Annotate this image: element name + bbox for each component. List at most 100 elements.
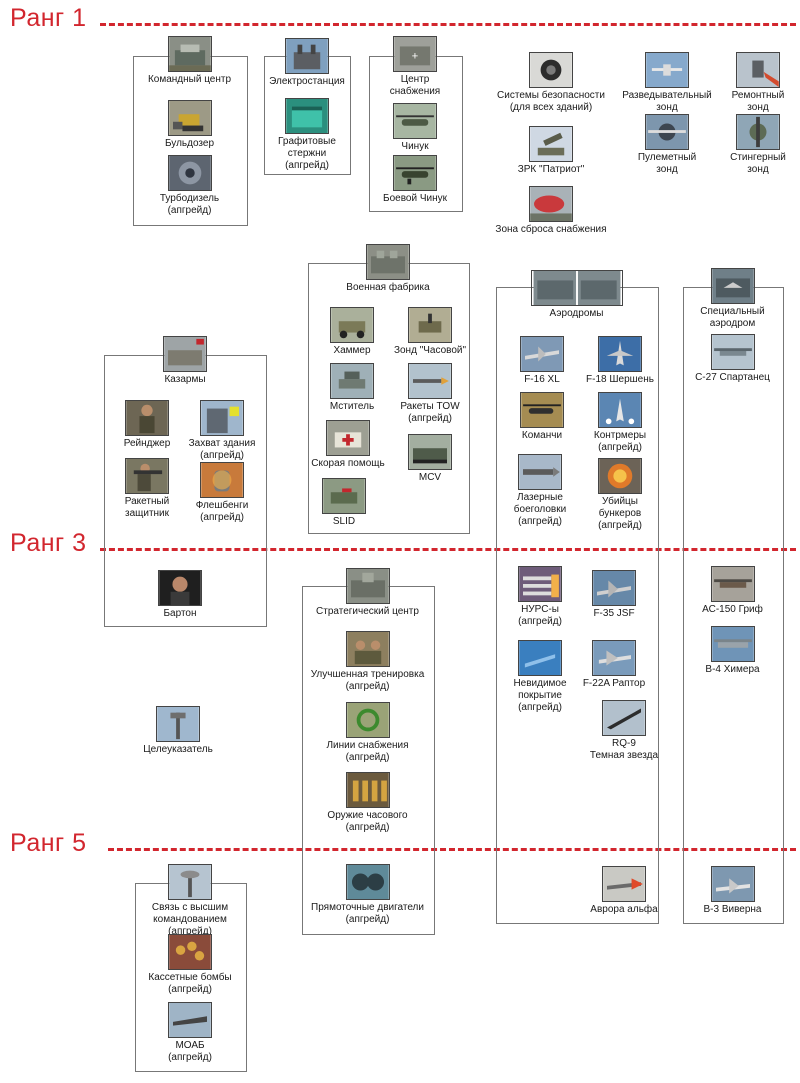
rank-1-label: Ранг 1 <box>10 4 87 32</box>
tow-missile-icon <box>408 363 452 399</box>
laser-warheads-item[interactable]: Лазерные боеголовки (апгрейд) <box>500 454 580 528</box>
capture-building-item[interactable]: Захват здания (апгрейд) <box>182 400 262 462</box>
graphite-rods-item[interactable]: Графитовые стержни (апгрейд) <box>262 98 352 172</box>
ramjet-icon <box>345 864 390 900</box>
security-camera-icon <box>529 52 573 88</box>
special-airfield-item[interactable]: Специальный аэродром <box>683 268 782 330</box>
stinger-drone-item[interactable]: Стингерный зонд <box>722 114 794 176</box>
c27-label: С-27 Спартанец <box>695 372 770 383</box>
repair-drone-item[interactable]: Ремонтный зонд <box>722 52 794 114</box>
bunker-busters-item[interactable]: Убийцы бункеров (апгрейд) <box>580 458 660 532</box>
gun-drone-icon <box>645 114 689 150</box>
turbodiesel-item[interactable]: Турбодизель (апгрейд) <box>132 155 247 217</box>
rockets-item[interactable]: НУРС-ы (апгрейд) <box>500 566 580 628</box>
burton-icon <box>158 570 202 606</box>
missile-defender-item[interactable]: Ракетный защитник <box>112 458 182 520</box>
repair-drone-icon <box>736 52 780 88</box>
slid-item[interactable]: SLID <box>314 478 374 528</box>
cluster-bombs-label: Кассетные бомбы (апгрейд) <box>148 972 232 995</box>
rank-3-line <box>100 548 796 551</box>
airfields-label: Аэродромы <box>549 308 604 319</box>
bulldozer-item[interactable]: Бульдозер <box>132 100 247 150</box>
rank-5-marker: Ранг 5 <box>0 829 800 869</box>
hq-link-icon <box>168 864 212 900</box>
flashbang-label: Флешбенги (апгрейд) <box>195 500 249 523</box>
f16-icon <box>520 336 564 372</box>
rq9-item[interactable]: RQ-9 Темная звезда <box>574 700 674 762</box>
ambulance-item[interactable]: Скорая помощь <box>306 420 390 470</box>
war-factory-icon <box>366 244 410 280</box>
command-center-label: Командный центр <box>147 74 232 85</box>
supply-center-item[interactable]: + Центр снабжения <box>369 36 461 98</box>
tow-missiles-item[interactable]: Ракеты TOW (апгрейд) <box>390 363 470 425</box>
strategy-center-icon <box>345 568 390 604</box>
f22-item[interactable]: F-22A Раптор <box>574 640 654 690</box>
stealth-coating-item[interactable]: Невидимое покрытие (апгрейд) <box>500 640 580 714</box>
countermeasures-item[interactable]: Контрмеры (апгрейд) <box>580 392 660 454</box>
avenger-item[interactable]: Мститель <box>314 363 390 413</box>
cluster-bombs-item[interactable]: Кассетные бомбы (апгрейд) <box>135 934 245 996</box>
moab-item[interactable]: МОАБ (апгрейд) <box>135 1002 245 1064</box>
patriot-item[interactable]: ЗРК "Патриот" <box>487 126 615 176</box>
graphite-rods-icon <box>285 98 329 134</box>
strategy-center-label: Стратегический центр <box>316 606 419 617</box>
barracks-label: Казармы <box>164 374 206 385</box>
burton-item[interactable]: Бартон <box>135 570 225 620</box>
sentry-drone-icon <box>408 307 452 343</box>
humvee-item[interactable]: Хаммер <box>314 307 390 357</box>
ac150-item[interactable]: АС-150 Гриф <box>683 566 782 616</box>
rank-1-marker: Ранг 1 <box>0 4 800 44</box>
patriot-icon <box>529 126 573 162</box>
sentry-weapon-label: Оружие часового (апгрейд) <box>327 810 408 833</box>
supply-drop-zone-item[interactable]: Зона сброса снабжения <box>487 186 615 236</box>
command-center-icon <box>167 36 212 72</box>
countermeasures-label: Контрмеры (апгрейд) <box>593 430 647 453</box>
scout-drone-item[interactable]: Разведывательный зонд <box>612 52 722 114</box>
aurora-icon <box>602 866 646 902</box>
mcv-item[interactable]: MCV <box>390 434 470 484</box>
sentry-weapon-item[interactable]: Оружие часового (апгрейд) <box>304 772 431 834</box>
avenger-label: Мститель <box>329 401 375 412</box>
gun-drone-item[interactable]: Пулеметный зонд <box>612 114 722 176</box>
flashbang-item[interactable]: Флешбенги (апгрейд) <box>182 462 262 524</box>
turbodiesel-label: Турбодизель (апгрейд) <box>159 193 220 216</box>
stinger-drone-label: Стингерный зонд <box>730 152 786 175</box>
bunker-buster-icon <box>598 458 642 494</box>
chinook-item[interactable]: Чинук <box>369 103 461 153</box>
f22-label: F-22A Раптор <box>582 678 646 689</box>
spotter-icon <box>156 706 200 742</box>
sentry-drone-item[interactable]: Зонд "Часовой" <box>390 307 470 357</box>
hq-link-item[interactable]: Связь с высшим командованием (апгрейд) <box>135 864 245 938</box>
humvee-label: Хаммер <box>333 345 371 356</box>
power-plant-item[interactable]: Электростанция <box>262 38 352 88</box>
supply-lines-item[interactable]: Линии снабжения (апгрейд) <box>304 702 431 764</box>
tow-missiles-label: Ракеты TOW (апгрейд) <box>400 401 460 424</box>
moab-icon <box>168 1002 212 1038</box>
war-factory-item[interactable]: Военная фабрика <box>328 244 448 294</box>
power-plant-icon <box>285 38 329 74</box>
f18-item[interactable]: F-18 Шершень <box>580 336 660 386</box>
f16-item[interactable]: F-16 XL <box>504 336 580 386</box>
comanche-item[interactable]: Команчи <box>504 392 580 442</box>
stinger-drone-icon <box>736 114 780 150</box>
c27-item[interactable]: С-27 Спартанец <box>683 334 782 384</box>
ramjet-item[interactable]: Прямоточные двигатели (апгрейд) <box>304 864 431 926</box>
advanced-training-item[interactable]: Улучшенная тренировка (апгрейд) <box>304 631 431 693</box>
strategy-center-item[interactable]: Стратегический центр <box>304 568 431 618</box>
ranger-item[interactable]: Рейнджер <box>112 400 182 450</box>
b4-item[interactable]: В-4 Химера <box>683 626 782 676</box>
f35-item[interactable]: F-35 JSF <box>574 570 654 620</box>
spotter-item[interactable]: Целеуказатель <box>128 706 228 756</box>
aurora-item[interactable]: Аврора альфа <box>574 866 674 916</box>
f35-icon <box>592 570 636 606</box>
airfields-item[interactable]: Аэродромы <box>514 270 639 320</box>
command-center-item[interactable]: Командный центр <box>132 36 247 86</box>
b3-item[interactable]: В-3 Виверна <box>683 866 782 916</box>
countermeasures-icon <box>598 392 642 428</box>
svg-text:+: + <box>412 51 419 63</box>
flashbang-icon <box>200 462 244 498</box>
barracks-item[interactable]: Казармы <box>125 336 245 386</box>
aurora-label: Аврора альфа <box>590 904 658 915</box>
combat-chinook-item[interactable]: Боевой Чинук <box>369 155 461 205</box>
security-systems-item[interactable]: Системы безопасности (для всех зданий) <box>487 52 615 114</box>
